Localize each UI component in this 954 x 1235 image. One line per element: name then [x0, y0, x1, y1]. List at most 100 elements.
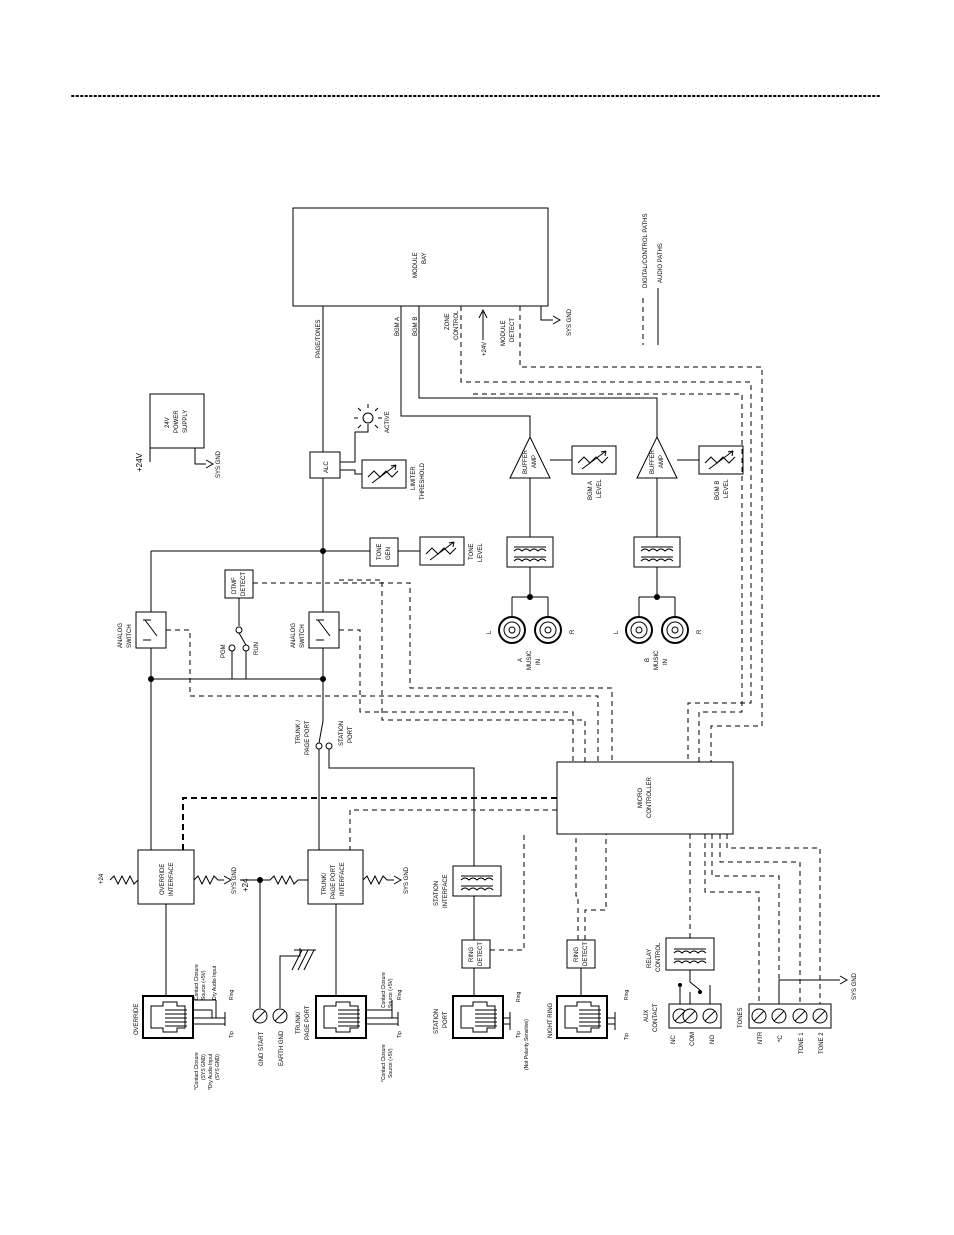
- alc-block: [309, 451, 341, 479]
- svg-text:PORT: PORT: [348, 726, 354, 743]
- legend: DIGITAL/CONTROL PATHS AUDIO PATHS: [642, 214, 664, 345]
- svg-text:POWER: POWER: [174, 410, 180, 433]
- bgm-b-label: BGM B: [413, 317, 419, 336]
- svg-text:BUFFER: BUFFER: [650, 449, 656, 474]
- svg-text:LEVEL: LEVEL: [597, 479, 603, 498]
- svg-text:STATION: STATION: [339, 721, 345, 746]
- svg-text:TRUNK /: TRUNK /: [296, 720, 302, 744]
- svg-text:Source (+5V): Source (+5V): [388, 978, 394, 1008]
- svg-text:MUSIC: MUSIC: [527, 650, 533, 670]
- power-plus24v-label: +24V: [135, 452, 144, 472]
- svg-text:AMP: AMP: [532, 455, 538, 468]
- zone-control-label-1: ZONE: [445, 313, 451, 330]
- limiter-label-1: LIMITER: [411, 466, 417, 490]
- tone1-terminal-icon: [792, 1008, 808, 1024]
- power-supply: 24V POWER SUPPLY: [149, 393, 205, 449]
- alc-label: ALC: [324, 461, 330, 473]
- active-led-icon: [354, 404, 382, 432]
- svg-text:(SYS GND): (SYS GND): [201, 1054, 207, 1080]
- svg-text:COM: COM: [690, 1032, 696, 1046]
- module-detect-label-1: MODULE: [501, 320, 507, 346]
- active-label: ACTIVE: [385, 411, 391, 433]
- svg-text:AUX: AUX: [644, 1010, 650, 1022]
- tone-level-label-2: LEVEL: [478, 543, 484, 562]
- svg-text:Contact Closure: Contact Closure: [381, 972, 387, 1008]
- station-port-contact: [325, 742, 333, 750]
- svg-text:CONTACT: CONTACT: [653, 1003, 659, 1032]
- gnd-start-label: GND START: [259, 1032, 265, 1066]
- svg-text:Tip: Tip: [229, 1031, 235, 1038]
- svg-text:RING: RING: [574, 947, 580, 962]
- svg-text:SYS GND: SYS GND: [404, 866, 410, 894]
- pgm-label: PGM: [221, 644, 227, 658]
- dtmf-detect-block: DTMF DETECT: [224, 569, 254, 599]
- run-label: RUN: [254, 642, 260, 655]
- svg-text:R: R: [570, 629, 576, 634]
- svg-text:RING: RING: [469, 947, 475, 962]
- svg-text:Source (+5V): Source (+5V): [388, 1048, 394, 1078]
- svg-text:MUSIC: MUSIC: [654, 650, 660, 670]
- svg-text:Ring: Ring: [624, 989, 630, 1000]
- night-ring-jack-icon: [556, 995, 608, 1039]
- svg-text:Ring: Ring: [229, 989, 235, 1000]
- svg-text:+24: +24: [99, 873, 105, 884]
- svg-text:*Contact Closure: *Contact Closure: [194, 1052, 200, 1090]
- svg-text:IN: IN: [536, 659, 542, 665]
- svg-text:L: L: [614, 630, 620, 634]
- buffer-amp-b: [636, 435, 678, 479]
- tone-level-label-1: TONE: [469, 543, 475, 560]
- svg-text:Tip: Tip: [624, 1033, 630, 1040]
- svg-text:AMP: AMP: [659, 455, 665, 468]
- trunk-port-contact: [315, 742, 323, 750]
- svg-text:MODULE: MODULE: [413, 252, 419, 278]
- station-interface: [452, 865, 502, 897]
- svg-text:TONES: TONES: [738, 1007, 744, 1028]
- svg-text:TRUNK/: TRUNK/: [322, 872, 328, 895]
- tones-sys-gnd-label: SYS GND: [852, 972, 858, 1000]
- station-ring-detect: RING DETECT: [461, 939, 491, 969]
- svg-text:BAY: BAY: [422, 252, 428, 264]
- limiter-label-2: THRESHOLD: [420, 462, 426, 500]
- svg-text:DETECT: DETECT: [583, 942, 589, 966]
- svg-text:PAGE PORT: PAGE PORT: [331, 864, 337, 899]
- svg-text:OVERRIDE: OVERRIDE: [160, 864, 166, 895]
- night-ring-detect: RING DETECT: [566, 939, 596, 969]
- override-interface: OVERRIDE INTERFACE: [137, 849, 195, 905]
- svg-text:PAGE PORT: PAGE PORT: [305, 720, 311, 755]
- svg-text:ANALOG: ANALOG: [291, 623, 297, 648]
- svg-text:(SYS GND): (SYS GND): [215, 1054, 221, 1080]
- gnd-plus24-label: +24: [241, 878, 250, 892]
- tone2-terminal-icon: [812, 1008, 828, 1024]
- aux-no-terminal-icon: [702, 1008, 718, 1024]
- svg-text:DTMF: DTMF: [232, 577, 238, 594]
- svg-text:DETECT: DETECT: [478, 942, 484, 966]
- earth-gnd-terminal-icon: [272, 1008, 288, 1024]
- music-a-left-jack-icon: [498, 616, 526, 644]
- svg-text:Ring: Ring: [516, 991, 522, 1002]
- svg-text:L: L: [487, 630, 493, 634]
- bay-sys-gnd-label: SYS GND: [567, 308, 573, 336]
- trunk-jack-icon: [315, 995, 367, 1039]
- svg-text:TONE 1: TONE 1: [799, 1032, 805, 1054]
- buffer-amp-a: [509, 435, 551, 479]
- svg-text:SYS GND: SYS GND: [232, 866, 238, 894]
- svg-text:TRUNK/: TRUNK/: [296, 1011, 302, 1034]
- svg-text:A: A: [518, 658, 524, 662]
- module-bay: MODULE BAY: [292, 207, 549, 307]
- svg-text:Ring: Ring: [397, 989, 403, 1000]
- svg-text:Dry Audio Input: Dry Audio Input: [212, 965, 218, 1000]
- analog-switch-override: [135, 611, 167, 649]
- analog-switch-main: [308, 611, 340, 649]
- svg-text:24V: 24V: [165, 417, 171, 428]
- svg-text:RELAY: RELAY: [647, 949, 653, 968]
- svg-text:LEVEL: LEVEL: [724, 479, 730, 498]
- zone-control-label-2: CONTROL: [454, 310, 460, 340]
- legend-digital-label: DIGITAL/CONTROL PATHS: [643, 214, 649, 288]
- svg-text:OVERRIDE: OVERRIDE: [134, 1004, 140, 1035]
- svg-text:INTERFACE: INTERFACE: [169, 862, 175, 896]
- svg-text:NC: NC: [671, 1035, 677, 1044]
- svg-text:R: R: [697, 629, 703, 634]
- svg-text:GEN: GEN: [386, 547, 392, 560]
- svg-text:Tip: Tip: [397, 1031, 403, 1038]
